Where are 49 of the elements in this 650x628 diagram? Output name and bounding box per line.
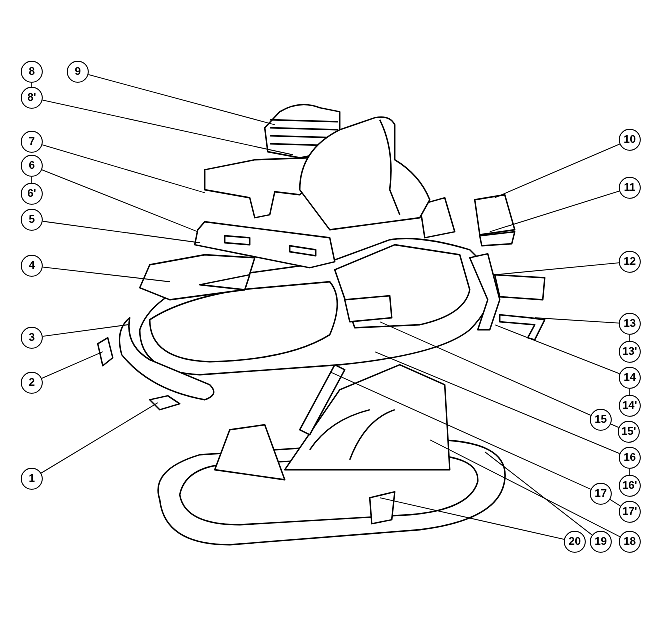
leader-line <box>380 498 565 540</box>
callout-number: 1 <box>21 468 43 490</box>
callout-number: 19 <box>590 531 612 553</box>
callout-number: 18 <box>619 531 641 553</box>
leader-line <box>494 262 620 276</box>
connector-line <box>610 424 620 428</box>
leader-line <box>42 100 294 156</box>
leader-line <box>430 440 621 538</box>
callout-number: 6 <box>21 155 43 177</box>
callout-number: 13 <box>619 313 641 335</box>
leader-line <box>330 372 592 490</box>
callout-number: 17' <box>619 501 641 523</box>
callout-number: 4 <box>21 255 43 277</box>
callout-number: 9 <box>67 61 89 83</box>
leader-line <box>494 144 620 198</box>
callout-number: 2 <box>21 372 43 394</box>
callout-number: 8' <box>21 87 43 109</box>
callout-number: 17 <box>590 483 612 505</box>
leader-line <box>42 266 170 282</box>
callout-number: 15' <box>618 421 640 443</box>
callout-number: 16 <box>619 447 641 469</box>
callout-number: 14 <box>619 367 641 389</box>
callout-number: 14' <box>619 395 641 417</box>
callout-number: 13' <box>619 341 641 363</box>
leader-line <box>42 221 200 244</box>
callout-number: 20 <box>564 531 586 553</box>
callout-number: 3 <box>21 327 43 349</box>
leader-line <box>494 324 620 374</box>
callout-number: 16' <box>619 475 641 497</box>
leader-line <box>42 324 128 337</box>
leader-line <box>380 322 592 416</box>
callout-number: 10 <box>619 129 641 151</box>
callout-number: 15 <box>590 409 612 431</box>
leader-line <box>374 352 620 454</box>
leader-line <box>484 452 593 536</box>
leader-line <box>42 144 206 194</box>
leader-line <box>42 170 198 232</box>
callout-number: 7 <box>21 131 43 153</box>
callout-number: 11 <box>619 177 641 199</box>
callout-number: 12 <box>619 251 641 273</box>
leader-line <box>40 402 158 474</box>
callout-number: 6' <box>21 183 43 205</box>
leader-line <box>490 190 620 232</box>
callout-number: 5 <box>21 209 43 231</box>
leader-line <box>88 74 276 126</box>
callout-number: 8 <box>21 61 43 83</box>
connector-line <box>610 499 622 507</box>
leader-line <box>42 352 104 380</box>
leader-line <box>534 318 620 324</box>
